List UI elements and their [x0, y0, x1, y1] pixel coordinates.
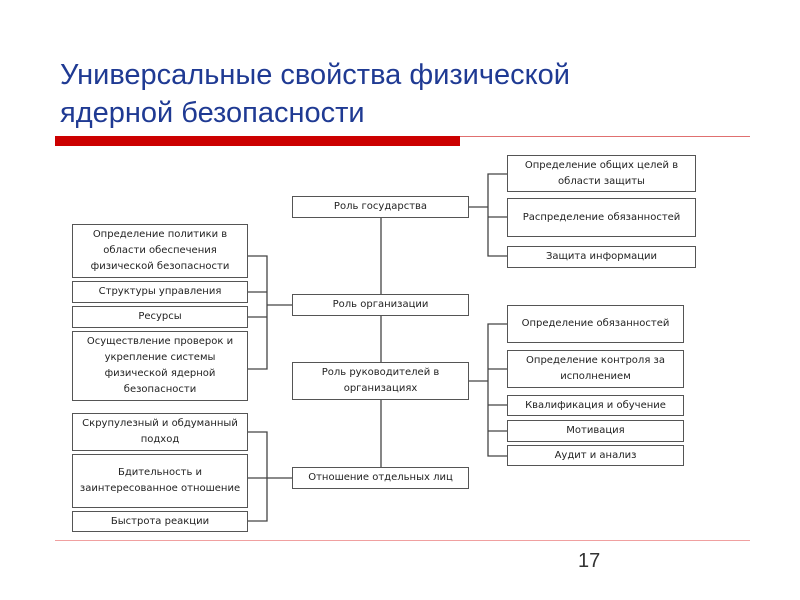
title-line-2: ядерной безопасности	[60, 97, 365, 129]
title-line-1: Универсальные свойства физической	[60, 59, 570, 91]
footer-line	[55, 540, 750, 541]
right-manager-item: Мотивация	[507, 420, 684, 442]
title-underline-line	[460, 136, 750, 137]
page-number: 17	[578, 550, 601, 572]
slide-title: Универсальные свойства физической ядерной…	[60, 56, 570, 132]
left-org-item: Ресурсы	[72, 306, 248, 328]
right-state-item: Определение общих целей в области защиты	[507, 155, 696, 192]
left-person-item: Бдительность и заинтересованное отношени…	[72, 454, 248, 508]
left-org-item: Определение политики в области обеспечен…	[72, 224, 248, 278]
right-state-item: Распределение обязанностей	[507, 198, 696, 237]
role-state-box: Роль государства	[292, 196, 469, 218]
role-organization-box: Роль организации	[292, 294, 469, 316]
right-manager-item: Аудит и анализ	[507, 445, 684, 466]
right-manager-item: Определение контроля за исполнением	[507, 350, 684, 388]
left-person-item: Скрупулезный и обдуманный подход	[72, 413, 248, 451]
right-manager-item: Квалификация и обучение	[507, 395, 684, 416]
role-managers-box: Роль руководителей в организациях	[292, 362, 469, 400]
right-state-item: Защита информации	[507, 246, 696, 268]
title-underline-bar	[55, 136, 460, 146]
individuals-attitude-box: Отношение отдельных лиц	[292, 467, 469, 489]
left-org-item: Осуществление проверок и укрепление сист…	[72, 331, 248, 401]
left-person-item: Быстрота реакции	[72, 511, 248, 532]
right-manager-item: Определение обязанностей	[507, 305, 684, 343]
left-org-item: Структуры управления	[72, 281, 248, 303]
